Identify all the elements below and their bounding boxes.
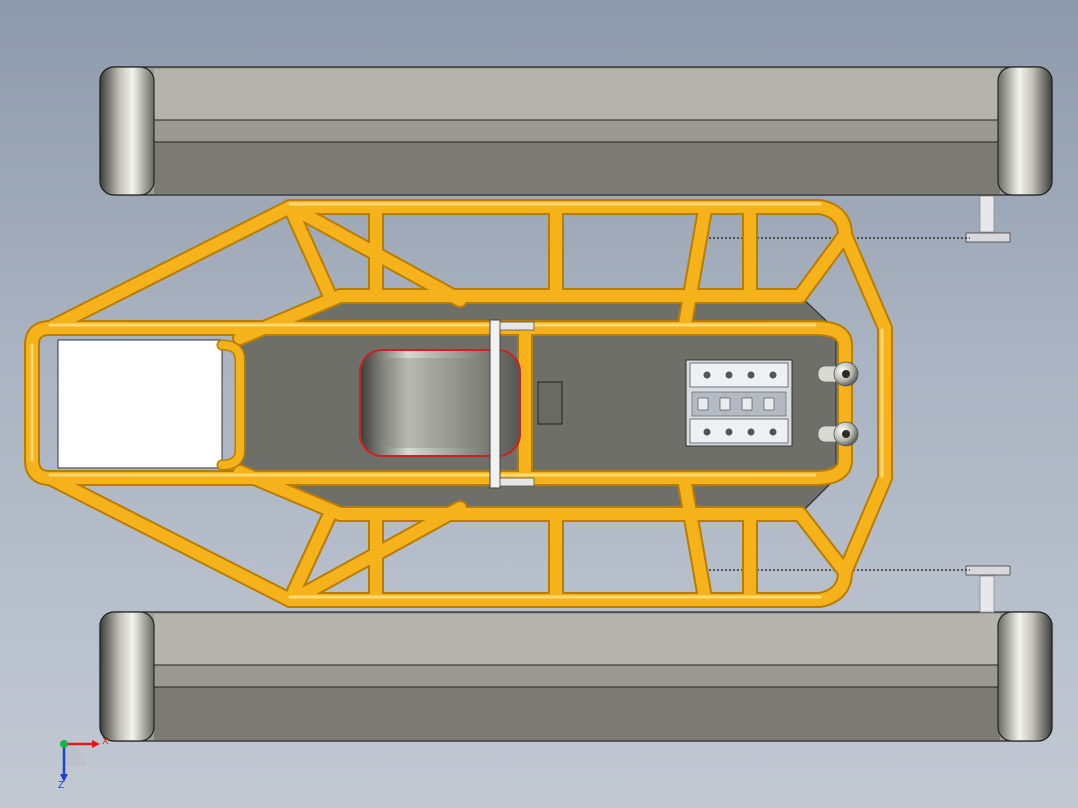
- seat[interactable]: [359, 349, 563, 457]
- x-axis-label: X: [102, 736, 109, 747]
- engine-block[interactable]: [685, 359, 793, 447]
- z-axis-label: Z: [58, 780, 65, 791]
- pontoon-top[interactable]: [99, 66, 1053, 196]
- front-panel: [57, 339, 223, 469]
- tube-frame[interactable]: [24, 199, 893, 608]
- chain-drive: [705, 195, 1011, 613]
- exhaust-pipes: [817, 361, 859, 447]
- harness-bar: [489, 319, 535, 489]
- pontoon-bottom[interactable]: [99, 611, 1053, 742]
- front-brace: [216, 339, 246, 471]
